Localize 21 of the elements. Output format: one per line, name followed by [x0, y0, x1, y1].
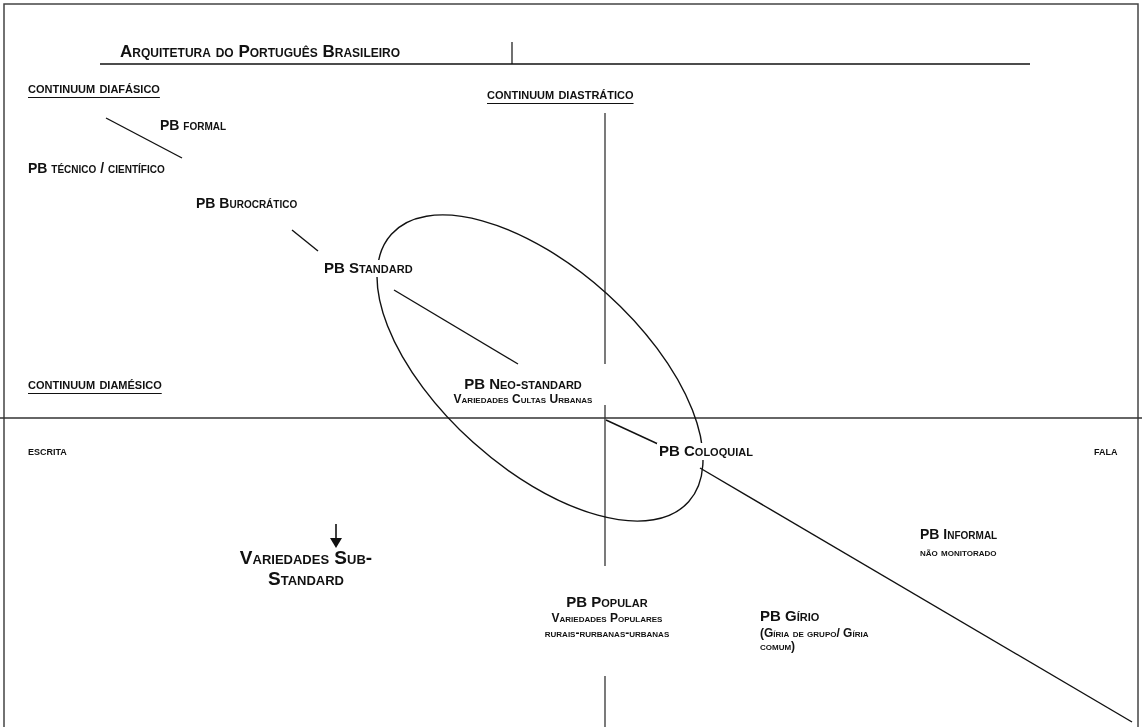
variety-label: PB técnico / científico [28, 161, 165, 177]
variety-label: Variedades Sub-Standard [238, 548, 374, 590]
variety-description: não monitorado [920, 546, 997, 560]
variety-description: rurais-rurbanas-urbanas [544, 627, 670, 641]
variety-description: Variedades Populares [551, 612, 663, 626]
axis-title: continuum diamésico [28, 376, 162, 393]
variety-label: PB Coloquial [657, 443, 755, 460]
axis-title: continuum diastrático [487, 86, 634, 103]
variety-description: Variedades Cultas Urbanas [453, 393, 593, 407]
diagram-title: Arquitetura do Português Brasileiro [120, 43, 401, 62]
variety-label: PB Popular [566, 594, 648, 611]
pole-label: escrita [28, 444, 67, 459]
variety-label: PB Burocrático [196, 196, 298, 212]
variety-label: PB Gírio [760, 608, 820, 625]
axis-title: continuum diafásico [28, 80, 160, 97]
variety-label: PB formal [160, 118, 227, 134]
variety-label: PB Standard [322, 260, 415, 277]
variety-description: (Gíria de grupo/ Gíria comum) [760, 627, 870, 654]
pole-label: fala [1094, 444, 1118, 459]
variety-label: PB Informal [920, 527, 998, 543]
variety-label: PB Neo-standard [464, 376, 582, 393]
